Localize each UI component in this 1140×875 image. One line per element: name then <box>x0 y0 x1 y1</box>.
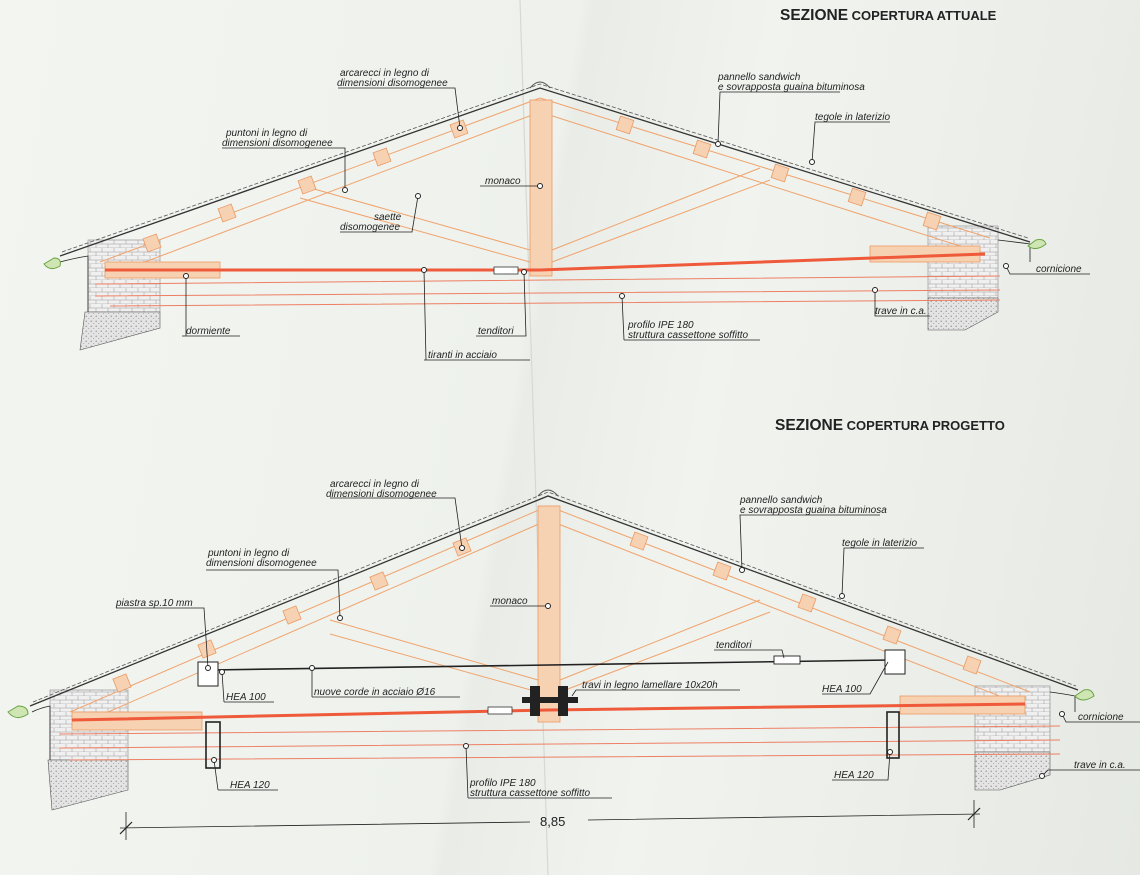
existing-label-tiles: tegole in laterizio <box>815 112 890 123</box>
project-label-sandwich-1: pannello sandwich <box>739 495 823 506</box>
existing-label-braces-2: disomogenee <box>340 222 400 233</box>
project-roof-section: SEZIONE COPERTURA PROGETTO <box>7 417 1140 840</box>
existing-label-cornice: cornicione <box>1036 264 1082 275</box>
project-right-brace <box>559 599 771 693</box>
existing-left-rafter <box>99 97 541 277</box>
existing-right-brace <box>551 167 771 263</box>
project-left-brace <box>329 619 539 693</box>
existing-label-king-post: monaco <box>485 176 521 187</box>
existing-label-turnbuckles: tenditori <box>478 326 514 337</box>
existing-right-rafter <box>539 97 991 255</box>
existing-steel-tie <box>105 252 986 272</box>
span-dimension: 8,85 <box>119 800 981 840</box>
project-title: SEZIONE COPERTURA PROGETTO <box>775 417 1005 434</box>
project-left-hea120 <box>205 721 221 769</box>
existing-left-brace <box>299 184 531 263</box>
existing-left-wall <box>59 239 161 351</box>
project-lower-turnbuckle <box>487 706 513 715</box>
project-timber-tie <box>71 702 1026 722</box>
existing-label-sandwich-2: e sovrapposta guaina bituminosa <box>718 82 865 93</box>
project-cornice-left <box>7 705 29 718</box>
project-right-rafter <box>547 505 1031 707</box>
project-turnbuckle <box>773 655 801 665</box>
existing-leaders <box>182 87 1090 361</box>
project-label-turnbuckles: tenditori <box>716 640 752 651</box>
existing-label-purlins-1: arcarecci in legno di <box>340 68 430 79</box>
project-label-hea100-left: HEA 100 <box>226 692 266 703</box>
project-left-rafter <box>69 505 549 727</box>
existing-roof-section: SEZIONE COPERTURA ATTUALE <box>43 7 1090 361</box>
project-label-rafters-1: puntoni in legno di <box>207 548 290 559</box>
existing-label-ipe-1: profilo IPE 180 <box>627 320 694 331</box>
paper-fold <box>519 0 549 875</box>
project-label-cornice: cornicione <box>1078 712 1124 723</box>
project-king-post <box>537 505 561 723</box>
project-glulam-beams <box>522 686 578 716</box>
project-label-hea100-right: HEA 100 <box>822 684 862 695</box>
existing-title: SEZIONE COPERTURA ATTUALE <box>780 7 997 24</box>
span-value: 8,85 <box>540 814 565 829</box>
project-label-glulam: travi in legno lamellare 10x20h <box>582 680 718 691</box>
existing-turnbuckle <box>493 266 519 275</box>
project-label-purlins-2: dimensioni disomogenee <box>326 489 437 500</box>
project-label-rc-beam: trave in c.a. <box>1074 760 1126 771</box>
existing-tiles <box>61 83 1029 253</box>
existing-ipe-profile <box>94 275 1001 307</box>
project-label-rafters-2: dimensioni disomogenee <box>206 558 317 569</box>
project-roof-line <box>29 495 1079 707</box>
existing-label-rafters-1: puntoni in legno di <box>225 128 308 139</box>
project-label-steel-chords: nuove corde in acciaio Ø16 <box>314 687 436 698</box>
existing-label-steel-ties: tiranti in acciaio <box>428 350 497 361</box>
existing-label-purlins-2: dimensioni disomogenee <box>337 78 448 89</box>
existing-label-rc-beam: trave in c.a. <box>875 306 927 317</box>
project-leaders <box>116 497 1140 799</box>
existing-label-ipe-2: struttura cassettone soffitto <box>628 330 748 341</box>
existing-label-sandwich-1: pannello sandwich <box>717 72 801 83</box>
project-label-purlins-1: arcarecci in legno di <box>330 479 420 490</box>
project-cornice-right <box>1074 689 1095 701</box>
project-label-hea120-right: HEA 120 <box>834 770 874 781</box>
project-right-hea120 <box>886 711 900 759</box>
existing-cornice-right <box>1027 239 1047 250</box>
existing-label-sleeper: dormiente <box>186 326 231 337</box>
project-right-plate <box>884 649 906 675</box>
project-label-sandwich-2: e sovrapposta guaina bituminosa <box>740 505 887 516</box>
existing-label-rafters-2: dimensioni disomogenee <box>222 138 333 149</box>
project-label-tiles: tegole in laterizio <box>842 538 917 549</box>
existing-right-wall <box>927 225 1031 331</box>
existing-roof-line <box>59 87 1031 257</box>
existing-purlins <box>142 115 942 253</box>
existing-label-braces-1: saette <box>374 212 402 223</box>
project-tiles <box>32 491 1077 703</box>
project-label-hea120-left: HEA 120 <box>230 780 270 791</box>
project-label-king-post: monaco <box>492 596 528 607</box>
existing-cornice-left <box>43 257 61 270</box>
project-label-ipe-2: struttura cassettone soffitto <box>470 788 590 799</box>
project-label-ipe-1: profilo IPE 180 <box>469 778 536 789</box>
project-label-plate: piastra sp.10 mm <box>115 598 193 609</box>
project-purlins <box>112 531 982 693</box>
project-ipe-profile <box>59 725 1061 761</box>
